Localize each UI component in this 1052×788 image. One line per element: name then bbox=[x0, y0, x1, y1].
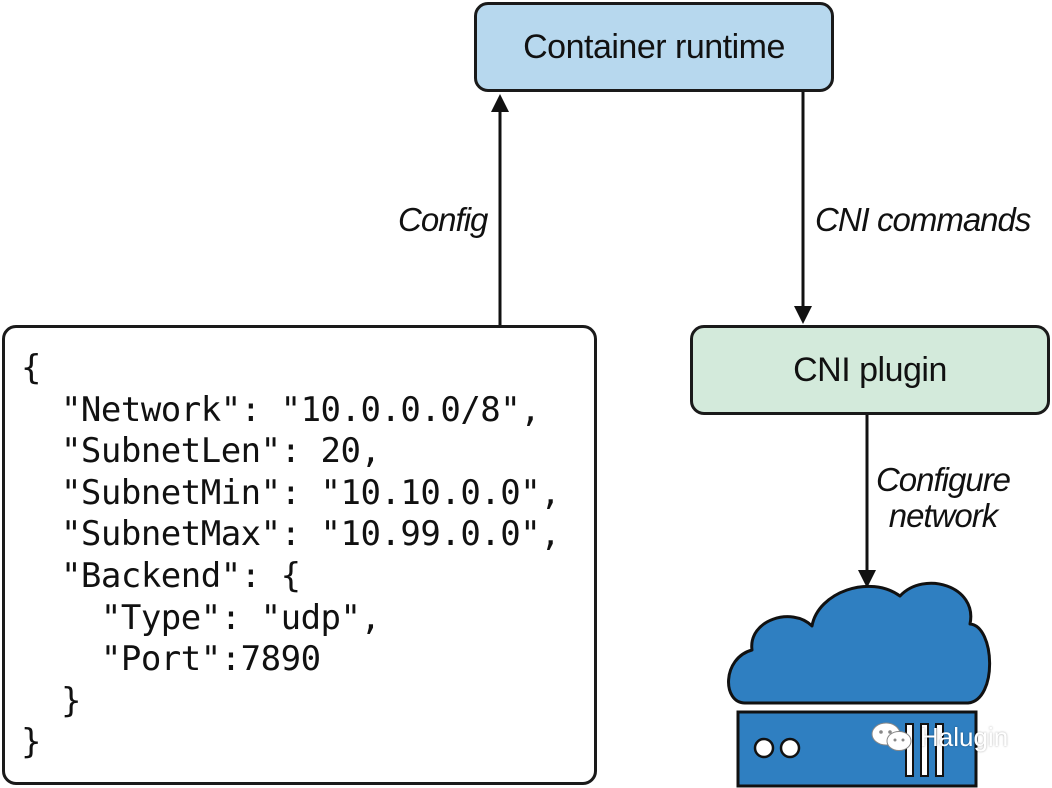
code-line: "Type": "udp", bbox=[21, 597, 381, 638]
cloud-icon bbox=[727, 581, 992, 705]
code-line: "Backend": { bbox=[21, 555, 301, 596]
code-line: "SubnetMin": "10.10.0.0", bbox=[21, 472, 561, 513]
configure-network-edge-label: Configure network bbox=[862, 462, 1024, 534]
code-line: } bbox=[21, 680, 81, 721]
configure-network-arrowhead bbox=[858, 570, 876, 588]
wechat-icon bbox=[870, 720, 914, 754]
cni-plugin-node: CNI plugin bbox=[690, 325, 1050, 415]
server-icon bbox=[736, 710, 978, 788]
code-line: } bbox=[21, 722, 41, 763]
cni-commands-arrowhead bbox=[794, 306, 812, 324]
configure-network-line1: Configure bbox=[875, 461, 1011, 498]
code-line: { bbox=[21, 348, 41, 388]
config-json-box: { "Network": "10.0.0.0/8", "SubnetLen": … bbox=[2, 325, 597, 785]
code-line: "Port":7890 bbox=[21, 639, 321, 680]
container-runtime-label: Container runtime bbox=[523, 27, 785, 66]
container-runtime-node: Container runtime bbox=[474, 2, 834, 92]
cni-plugin-label: CNI plugin bbox=[793, 350, 947, 389]
config-edge-label: Config bbox=[398, 201, 488, 238]
code-line: "Network": "10.0.0.0/8", bbox=[21, 389, 541, 430]
watermark: Halugin bbox=[870, 720, 1008, 754]
config-arrowhead bbox=[491, 94, 509, 112]
configure-network-line2: network bbox=[888, 497, 999, 534]
config-json-code: { "Network": "10.0.0.0/8", "SubnetLen": … bbox=[21, 348, 594, 764]
watermark-text: Halugin bbox=[920, 721, 1009, 752]
cni-commands-edge-label: CNI commands bbox=[815, 201, 1031, 238]
code-line: "SubnetLen": 20, bbox=[21, 431, 381, 472]
code-line: "SubnetMax": "10.99.0.0", bbox=[21, 514, 561, 555]
